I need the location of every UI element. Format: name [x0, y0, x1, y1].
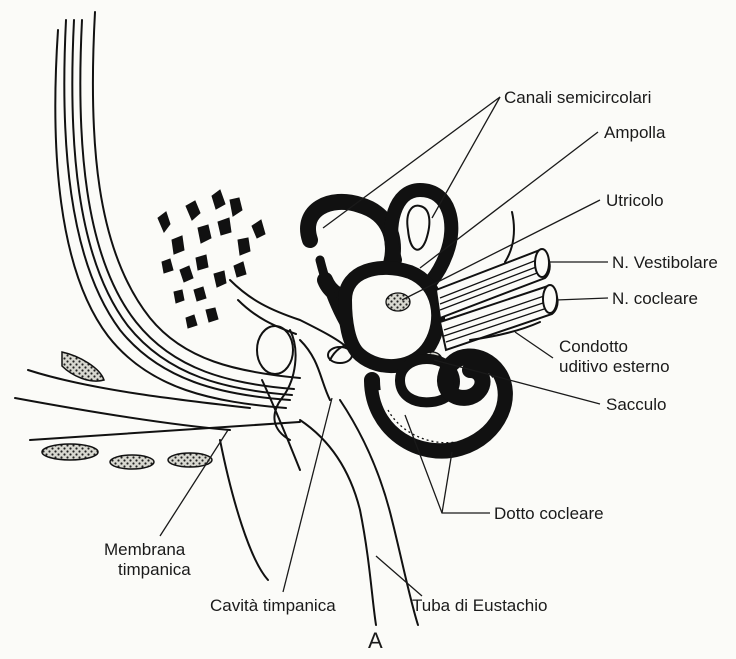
leader-canali-b — [432, 97, 500, 218]
leader-dotto-b — [442, 452, 452, 513]
bone-fragments — [42, 352, 212, 469]
mastoid-cells — [158, 190, 265, 328]
leader-membrana — [160, 430, 228, 536]
leader-cavita — [283, 398, 332, 592]
label-membrana-line1: Membrana — [104, 540, 186, 559]
label-condotto-line1: Condotto — [559, 337, 628, 356]
label-ampolla: Ampolla — [604, 123, 666, 142]
leader-tuba — [376, 556, 422, 596]
label-membrana-line2: timpanica — [118, 560, 191, 579]
label-n-cocleare: N. cocleare — [612, 289, 698, 308]
label-canali-semicircolari: Canali semicircolari — [504, 88, 651, 107]
leader-condotto — [515, 332, 553, 358]
label-cavita-timpanica: Cavità timpanica — [210, 596, 336, 615]
label-n-vestibolare: N. Vestibolare — [612, 253, 718, 272]
label-condotto-line2: uditivo esterno — [559, 357, 670, 376]
leader-n-cocleare — [556, 298, 608, 300]
label-dotto-cocleare: Dotto cocleare — [494, 504, 604, 523]
label-utricolo: Utricolo — [606, 191, 664, 210]
label-tuba-di-eustachio: Tuba di Eustachio — [412, 596, 547, 615]
figure-letter: A — [368, 628, 383, 653]
skull-contour — [55, 12, 300, 408]
label-sacculo: Sacculo — [606, 395, 666, 414]
